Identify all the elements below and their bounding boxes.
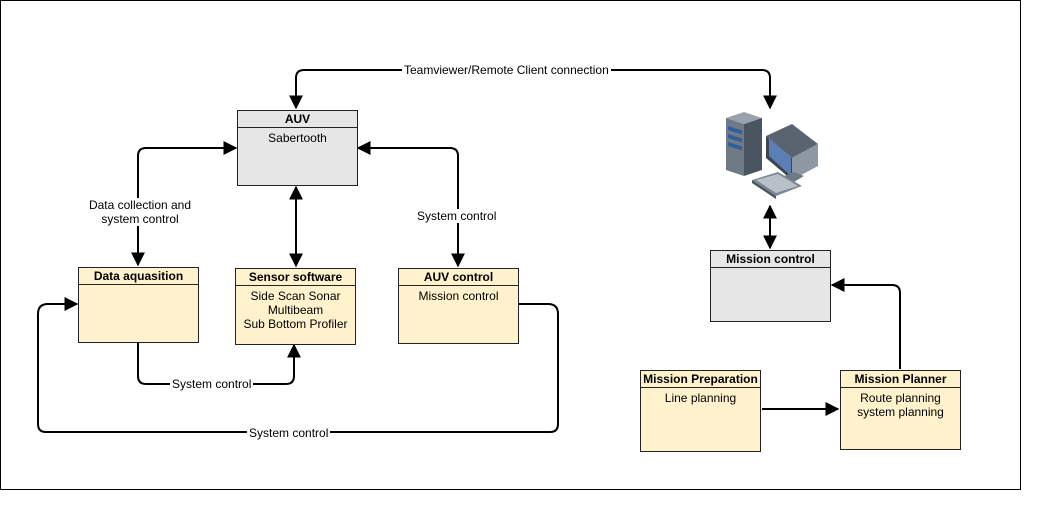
mission-preparation-box-title: Mission Preparation — [641, 371, 760, 388]
sensor-software-line-1: Side Scan Sonar — [250, 289, 341, 303]
system-control-loop-label: System control — [247, 426, 331, 440]
data-aquisition-box-title: Data aquasition — [79, 268, 198, 285]
mission-planner-line-1: Route planning — [860, 391, 941, 405]
mission-preparation-box: Mission Preparation Line planning — [640, 370, 761, 452]
planner-mission-control-connector — [830, 278, 901, 369]
mission-preparation-box-body: Line planning — [641, 388, 760, 405]
mission-planner-box: Mission Planner Route planning system pl… — [840, 370, 961, 450]
auv-box-body: Sabertooth — [238, 128, 357, 145]
data-aquisition-box: Data aquasition — [78, 267, 199, 343]
auv-control-line-1: Mission control — [418, 289, 499, 303]
mission-control-box-title: Mission control — [711, 251, 830, 268]
mission-planner-box-title: Mission Planner — [841, 371, 960, 388]
sensor-software-box-body: Side Scan Sonar Multibeam Sub Bottom Pro… — [236, 286, 355, 331]
system-control-auv-connector — [356, 141, 465, 268]
sensor-software-box: Sensor software Side Scan Sonar Multibea… — [235, 268, 356, 345]
auv-box-line-1: Sabertooth — [268, 131, 327, 145]
auv-box-title: AUV — [238, 111, 357, 128]
data-collection-connector — [131, 141, 238, 267]
outer-frame — [0, 0, 1021, 490]
data-collection-label-line-2: system control — [101, 212, 179, 226]
desktop-computer-icon — [726, 112, 818, 199]
auv-control-box-title: AUV control — [399, 269, 518, 286]
mission-preparation-line-1: Line planning — [664, 391, 737, 405]
mission-control-box: Mission control — [710, 250, 831, 322]
auv-control-box-body: Mission control — [399, 286, 518, 303]
auv-box: AUV Sabertooth — [237, 110, 358, 186]
data-collection-label-line-1: Data collection and — [88, 198, 192, 212]
sensor-software-box-title: Sensor software — [236, 269, 355, 286]
sensor-software-line-2: Multibeam — [267, 303, 324, 317]
teamviewer-label: Teamviewer/Remote Client connection — [402, 63, 611, 77]
data-collection-label: Data collection and system control — [82, 198, 198, 226]
sensor-software-line-3: Sub Bottom Profiler — [243, 317, 348, 331]
mission-planner-box-body: Route planning system planning — [841, 388, 960, 419]
auv-control-box: AUV control Mission control — [398, 268, 519, 344]
mission-planner-line-2: system planning — [857, 405, 944, 419]
system-control-auv-label: System control — [415, 209, 499, 223]
system-control-sensor-label: System control — [170, 377, 254, 391]
